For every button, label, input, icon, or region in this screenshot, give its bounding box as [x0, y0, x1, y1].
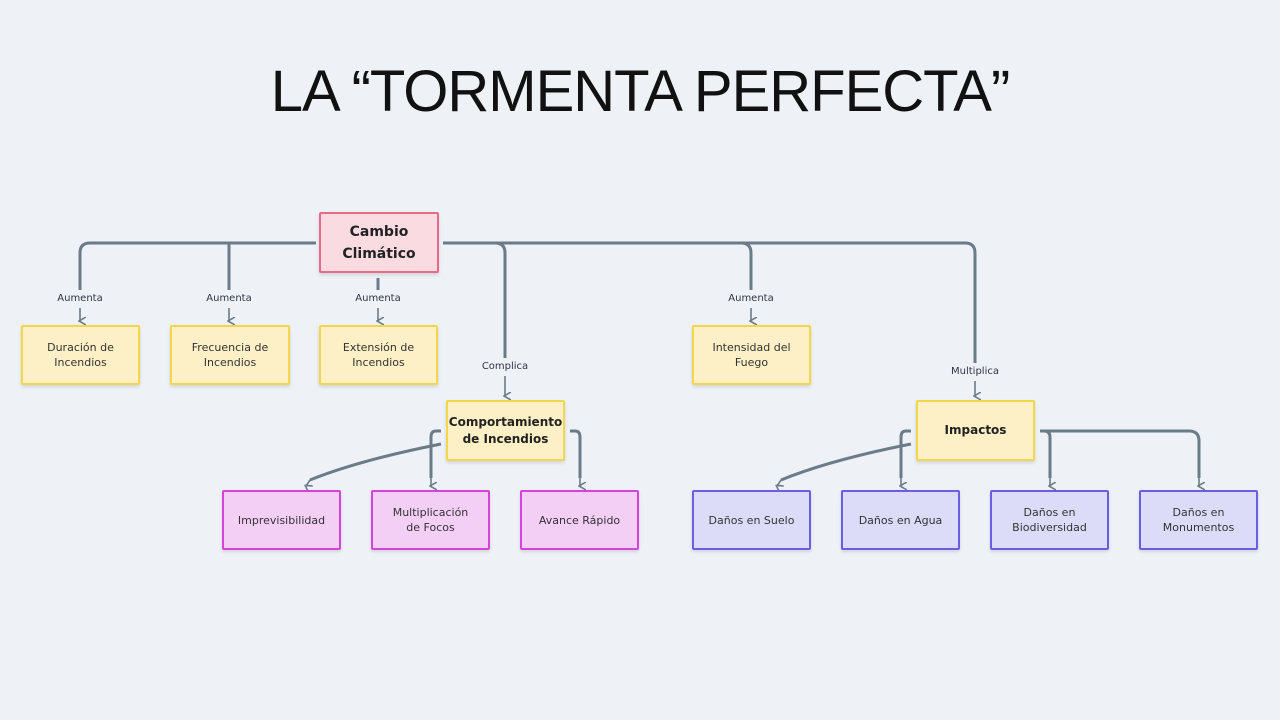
edge-label-complica: Complica	[479, 361, 531, 372]
node-danos-biodiversidad[interactable]: Daños en Biodiversidad	[990, 490, 1109, 550]
connector-monumentos	[1040, 429, 1201, 478]
connector-imprevisibilidad	[309, 442, 442, 482]
page-title: LA “TORMENTA PERFECTA”	[270, 59, 1011, 124]
connector-trunk-left	[78, 241, 316, 290]
node-danos-monumentos[interactable]: Daños en Monumentos	[1139, 490, 1258, 550]
edge-label-aumenta: Aumenta	[204, 293, 254, 304]
connector-complica	[494, 241, 507, 358]
node-impactos[interactable]: Impactos	[916, 400, 1035, 461]
connector-avance	[570, 429, 582, 478]
node-danos-agua[interactable]: Daños en Agua	[841, 490, 960, 550]
node-intensidad-fuego[interactable]: Intensidad del Fuego	[692, 325, 811, 385]
edge-label-multiplica: Multiplica	[949, 366, 1001, 377]
node-imprevisibilidad[interactable]: Imprevisibilidad	[222, 490, 341, 550]
connector-multiplicacion	[429, 429, 441, 478]
edge-label-aumenta: Aumenta	[55, 293, 105, 304]
node-danos-suelo[interactable]: Daños en Suelo	[692, 490, 811, 550]
edge-label-aumenta: Aumenta	[726, 293, 776, 304]
node-duracion-incendios[interactable]: Duración de Incendios	[21, 325, 140, 385]
node-frecuencia-incendios[interactable]: Frecuencia de Incendios	[170, 325, 290, 385]
connector-biodiversidad	[1043, 429, 1052, 478]
connector-intensidad	[740, 241, 753, 290]
node-extension-incendios[interactable]: Extensión de Incendios	[319, 325, 438, 385]
node-avance-rapido[interactable]: Avance Rápido	[520, 490, 639, 550]
connector-trunk-right	[443, 241, 977, 363]
connector-suelo	[780, 442, 912, 482]
connector-agua	[899, 429, 911, 478]
node-multiplicacion-focos[interactable]: Multiplicación de Focos	[371, 490, 490, 550]
node-comportamiento-incendios[interactable]: Comportamiento de Incendios	[446, 400, 565, 461]
node-cambio-climatico[interactable]: Cambio Climático	[319, 212, 439, 273]
edge-label-aumenta: Aumenta	[353, 293, 403, 304]
